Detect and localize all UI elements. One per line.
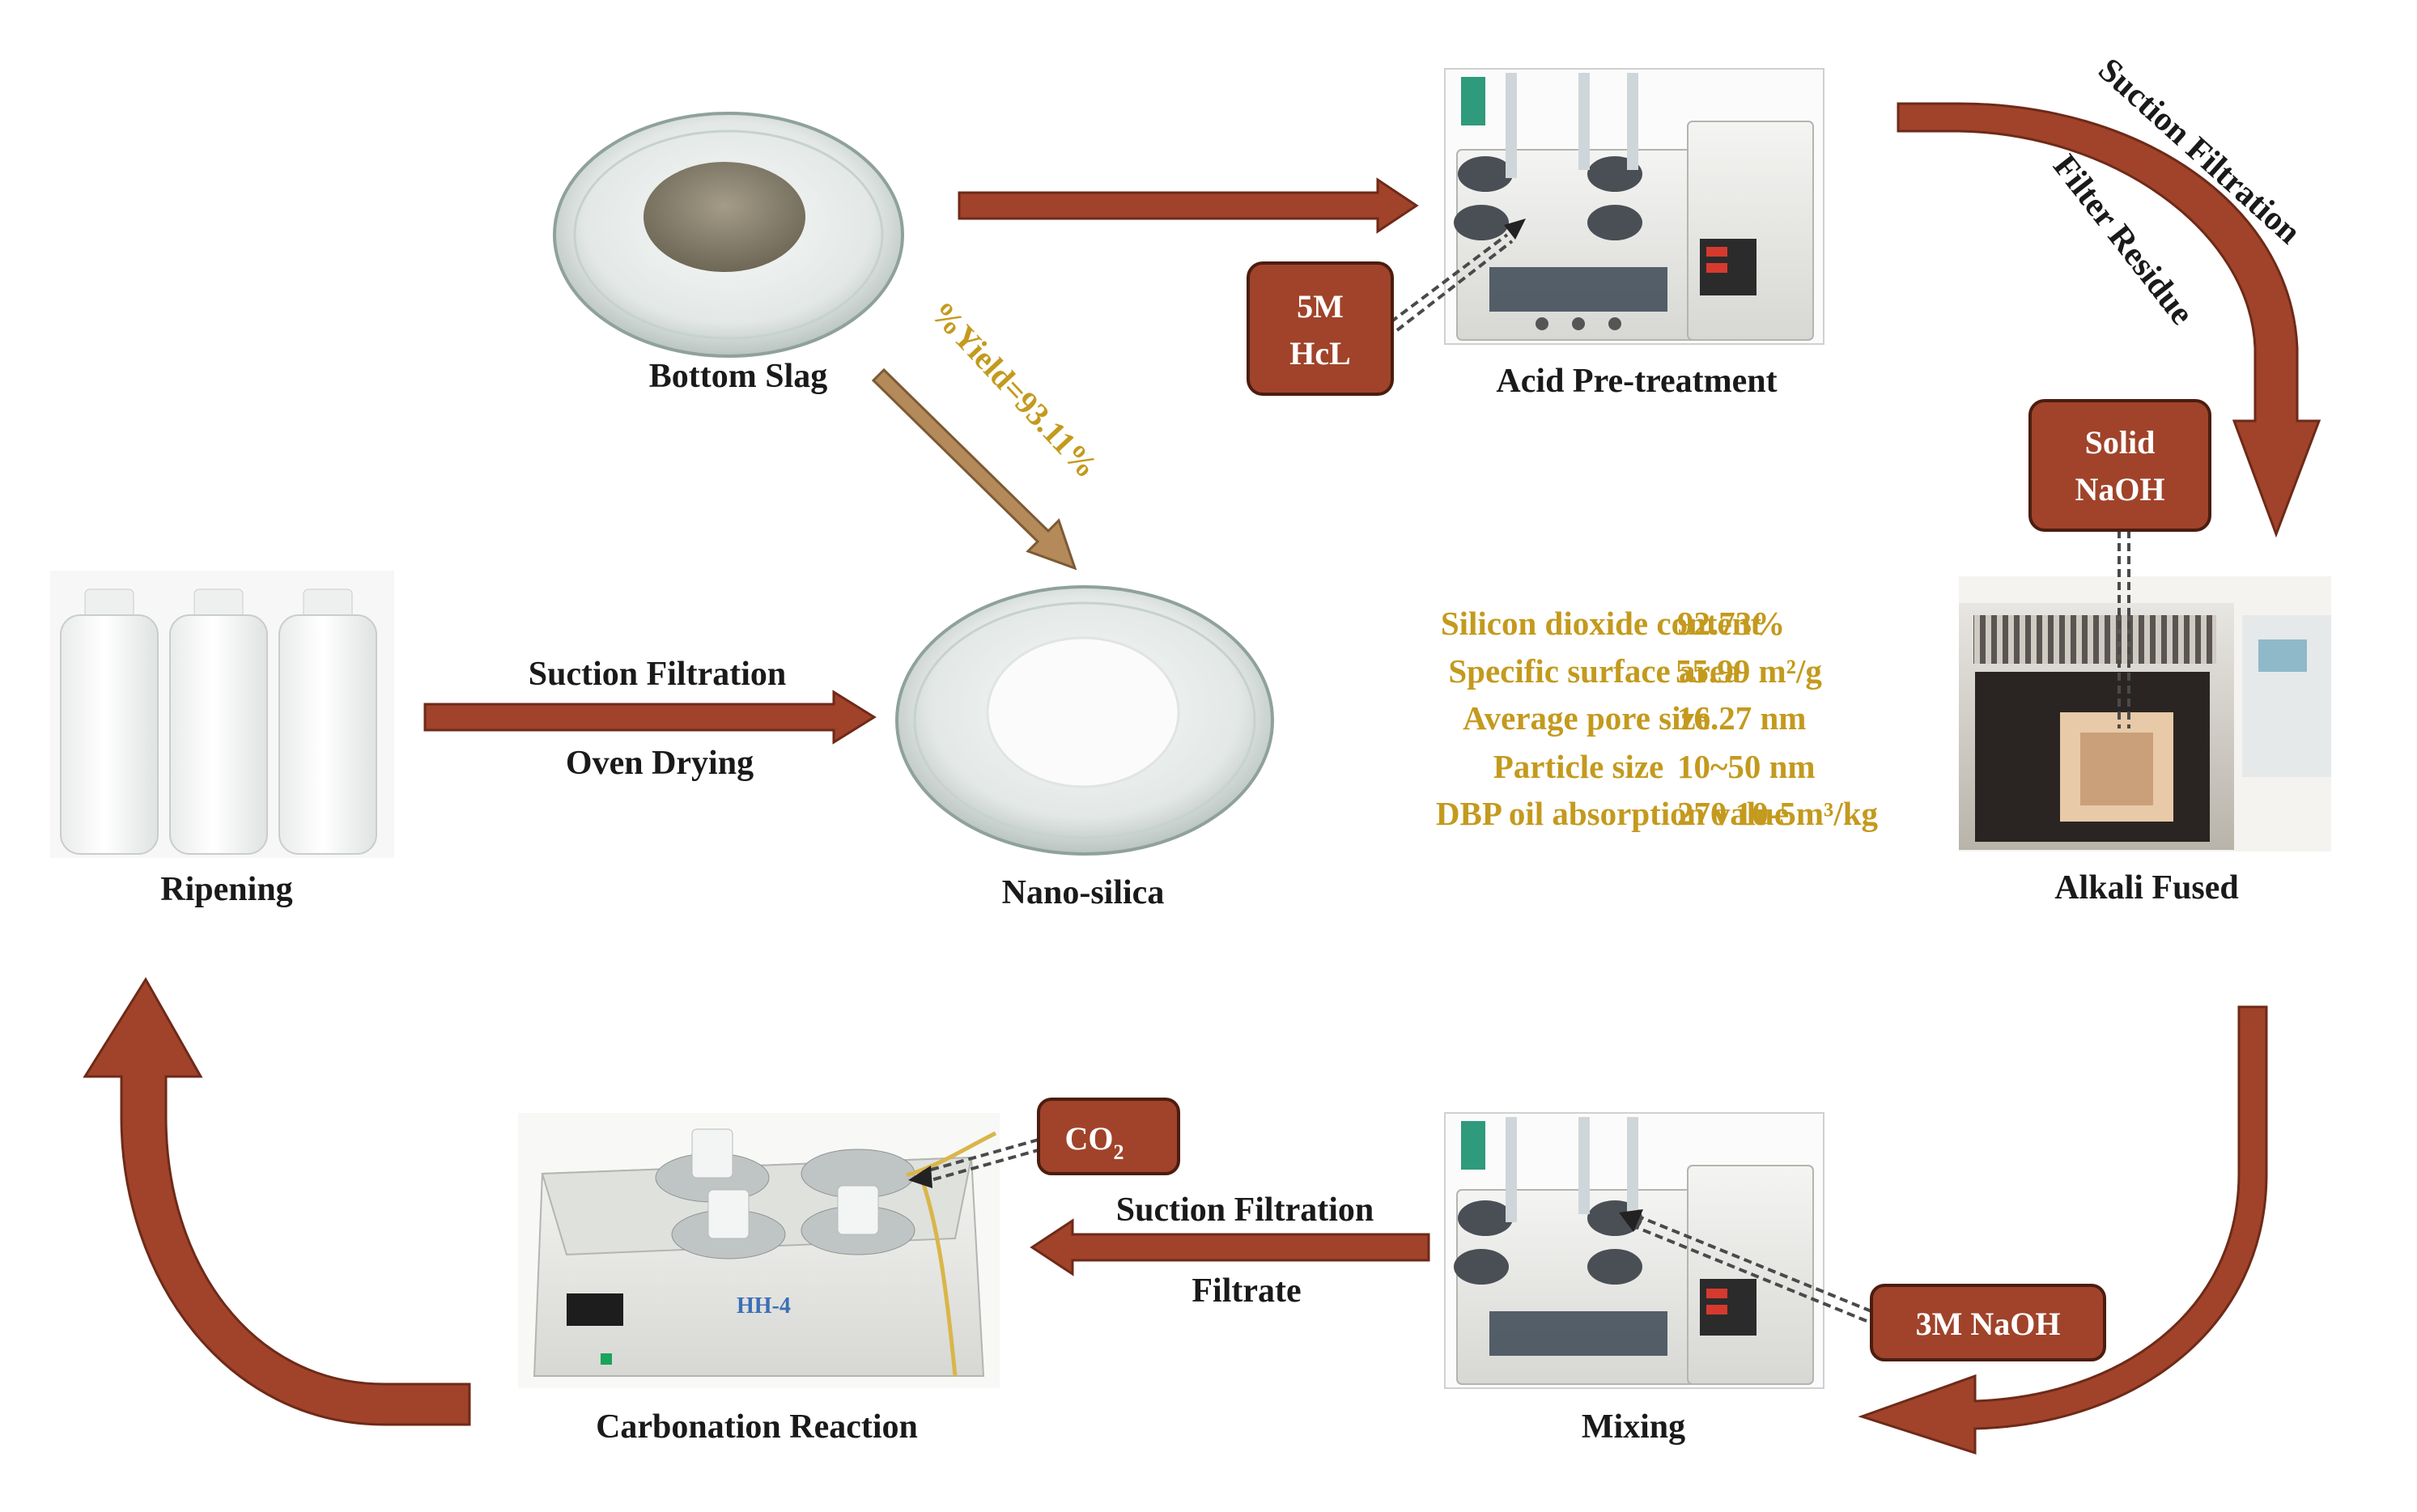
mixing-arrow-label-top: Suction Filtration: [1116, 1191, 1374, 1229]
alkali-fused-caption: Alkali Fused: [2054, 869, 2239, 907]
arrow-acid-to-alkali: [1897, 102, 2321, 538]
property-value: 270 10-5m³/kg: [1677, 795, 1879, 832]
hcl-reagent-box: 5M HcL: [1247, 261, 1394, 396]
solid-naoh-connector-line: [2118, 530, 2130, 728]
ripening-arrow-label-bottom: Oven Drying: [566, 745, 754, 782]
ripening-caption: Ripening: [160, 871, 292, 908]
solid-naoh-line2: NaOH: [2075, 471, 2164, 508]
acid-pretreatment-caption: Acid Pre-treatment: [1496, 363, 1777, 400]
bottom-slag-dish-image: [553, 112, 904, 358]
mixing-stirrer-image: [1444, 1112, 1824, 1389]
naoh-solution-connector-line: [1619, 1209, 1872, 1323]
naoh-solution-reagent-box: 3M NaOH: [1870, 1284, 2106, 1361]
ripening-bottles-image: [50, 571, 394, 858]
arrow-slag-to-acid: [958, 177, 1419, 234]
property-name: Average pore size: [1463, 699, 1710, 737]
arrow-slag-to-nano-yield: [871, 367, 1077, 571]
co2-label: CO2: [1065, 1120, 1124, 1164]
property-name: DBP oil absorption value: [1436, 795, 1789, 832]
water-bath-model-label: HH-4: [737, 1293, 791, 1319]
nano-silica-dish-image: [895, 585, 1274, 856]
nano-silica-caption: Nano-silica: [1002, 874, 1165, 911]
property-value: 55.99 m²/g: [1676, 652, 1822, 690]
property-name: Silicon dioxide content: [1441, 605, 1762, 642]
solid-naoh-reagent-box: Solid NaOH: [2028, 399, 2211, 532]
bottom-slag-caption: Bottom Slag: [649, 358, 828, 395]
co2-connector-line: [908, 1138, 1042, 1188]
nano-silica-properties: Silicon dioxide content 92.73% Specific …: [1436, 605, 1879, 832]
co2-reagent-box: CO2: [1037, 1098, 1180, 1175]
naoh-solution-label: 3M NaOH: [1916, 1306, 2061, 1342]
mixing-arrow-label-bottom: Filtrate: [1192, 1272, 1301, 1310]
arrow-carbonation-to-ripening: [83, 977, 471, 1426]
hcl-name-label: HcL: [1289, 335, 1351, 372]
property-value: 92.73%: [1677, 605, 1785, 642]
hcl-concentration-label: 5M: [1297, 288, 1344, 325]
arrow-alkali-to-mixing: [1858, 1005, 2268, 1455]
carbonation-reaction-caption: Carbonation Reaction: [596, 1408, 918, 1446]
water-bath-image: HH-4: [518, 1113, 1000, 1388]
arrow-mixing-to-carbonation: [1030, 1218, 1430, 1276]
mixing-caption: Mixing: [1582, 1408, 1685, 1446]
property-name: Particle size: [1493, 748, 1664, 785]
property-value: 10~50 nm: [1677, 748, 1816, 785]
muffle-furnace-image: [1959, 576, 2331, 852]
hcl-connector-line: [1389, 219, 1526, 332]
ripening-arrow-label-top: Suction Filtration: [529, 656, 787, 693]
solid-naoh-line1: Solid: [2085, 424, 2156, 461]
property-name: Specific surface area: [1448, 652, 1740, 690]
arrow-ripening-to-nano: [423, 690, 877, 745]
property-value: 16.27 nm: [1677, 699, 1806, 737]
acid-pretreatment-stirrer-image: [1444, 68, 1824, 345]
